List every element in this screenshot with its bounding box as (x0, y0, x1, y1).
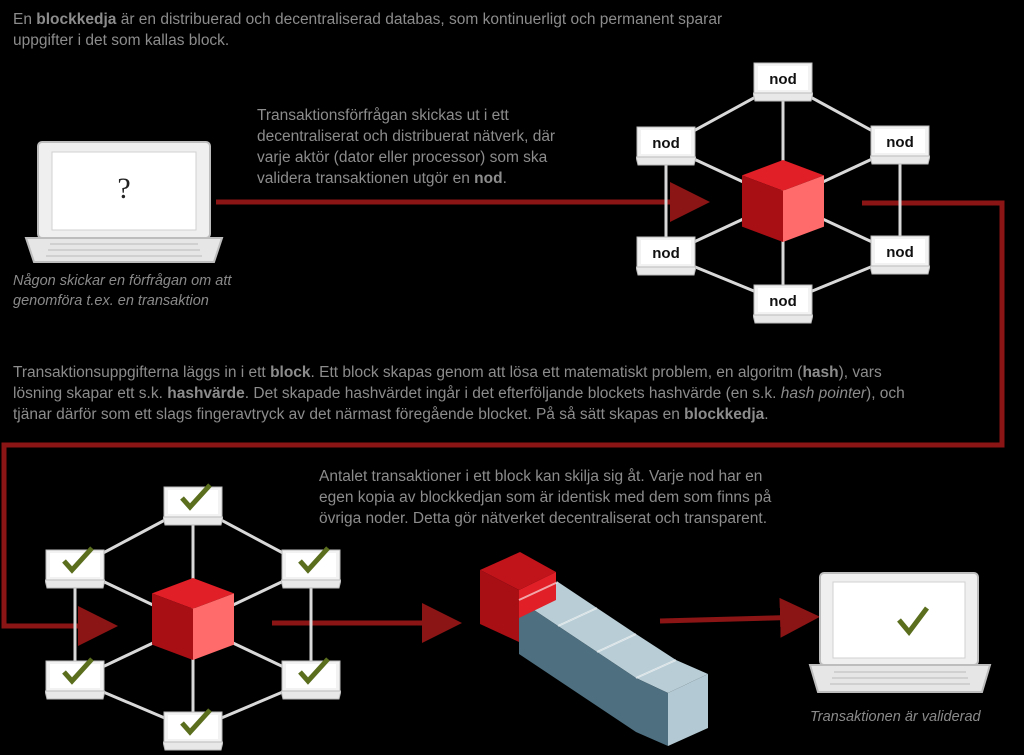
node-box-upper-left: nod (636, 127, 696, 165)
step4-line3: övriga noder. Detta gör nätverket decent… (319, 510, 768, 527)
step3-l1-post: ), vars (838, 364, 882, 381)
node-box-lower-left: nod (636, 237, 696, 275)
check-icon (298, 657, 330, 685)
step2-line2: decentraliserat och distribuerat nätverk… (257, 128, 556, 145)
check-icon (180, 483, 212, 511)
node-label: nod (769, 293, 797, 310)
check-node-top (163, 483, 223, 525)
step3-l2-end: ), och (866, 385, 905, 402)
step1-caption-line1: Någon skickar en förfrågan om att (13, 273, 232, 289)
node-box-top: nod (753, 63, 813, 101)
step3-l1-pre: Transaktionsuppgifterna läggs in i ett (13, 364, 266, 381)
node-label: nod (886, 134, 914, 151)
node-label: nod (652, 245, 680, 262)
intro-line2: uppgifter i det som kallas block. (13, 32, 230, 49)
step3-l3-bold: blockkedja (684, 406, 765, 423)
block-chain (480, 552, 708, 746)
node-label: nod (769, 71, 797, 88)
step1-caption-line2: genomföra t.ex. en transaktion (13, 293, 209, 309)
chain-block-3 (558, 608, 636, 706)
check-node-lower-left (45, 657, 105, 699)
step3-l1-mid: . Ett block skapas genom att lösa ett ma… (310, 364, 803, 381)
check-icon (298, 546, 330, 574)
step2-line3: varje aktör (dator eller processor) som … (257, 149, 548, 166)
chain-block-1-red (480, 552, 556, 642)
check-node-upper-left (45, 546, 105, 588)
node-label: nod (886, 244, 914, 261)
question-mark: ? (117, 172, 130, 205)
check-icon (62, 657, 94, 685)
step3-l1-bold1: block (270, 364, 311, 381)
step2-line4-post: . (502, 170, 507, 187)
step4-text: Antalet transaktioner i ett block kan sk… (319, 466, 819, 529)
step2-line4-bold: nod (474, 170, 503, 187)
chain-block-5 (636, 660, 708, 746)
intro-term: blockkedja (36, 11, 117, 28)
step4-line1: Antalet transaktioner i ett block kan sk… (319, 468, 763, 485)
node-box-bottom: nod (753, 285, 813, 323)
step2-line1: Transaktionsförfrågan skickas ut i ett (257, 107, 509, 124)
check-icon (62, 546, 94, 574)
step3-l2-post: . Det skapade hashvärdet ingår i det eft… (244, 385, 777, 402)
step3-l2-bold: hashvärde (167, 385, 245, 402)
step3-text: Transaktionsuppgifterna läggs in i ett b… (13, 362, 973, 425)
check-node-bottom (163, 708, 223, 750)
check-icon (180, 708, 212, 736)
arrow-to-validation (1, 200, 1005, 646)
chain-block-4 (597, 634, 676, 732)
step3-l2-ital: hash pointer (780, 385, 867, 402)
intro-line1: är en distribuerad och decentraliserad d… (120, 11, 723, 28)
step4-line2: egen kopia av blockkedjan som är identis… (319, 489, 772, 506)
step1-caption: Någon skickar en förfrågan om att genomf… (13, 271, 273, 311)
step5-caption-text: Transaktionen är validerad (810, 709, 981, 725)
node-box-upper-right: nod (870, 126, 930, 164)
check-icon (897, 606, 929, 637)
laptop-question-icon: ? (24, 141, 224, 263)
flow-arrows (1, 182, 1005, 646)
step3-l2-pre: lösning skapar ett s.k. (13, 385, 163, 402)
step5-caption: Transaktionen är validerad (810, 707, 1020, 727)
node-label: nod (652, 135, 680, 152)
step3-l1-bold2: hash (802, 364, 839, 381)
intro-text: En blockkedja är en distribuerad och dec… (13, 9, 913, 51)
step3-l3-pre: tjänar därför som ett slags fingeravtryc… (13, 406, 680, 423)
step3-l3-post: . (764, 406, 769, 423)
step2-text: Transaktionsförfrågan skickas ut i ett d… (257, 105, 617, 189)
node-box-lower-right: nod (870, 236, 930, 274)
node-network: nod nod nod nod nod nod (636, 63, 930, 323)
check-node-lower-right (281, 657, 341, 699)
step2-line4-pre: validera transaktionen utgör en (257, 170, 470, 187)
validated-network (45, 483, 341, 750)
intro-pre: En (13, 11, 32, 28)
check-node-upper-right (281, 546, 341, 588)
arrow-to-validated (659, 597, 820, 638)
laptop-validated-icon (808, 572, 992, 693)
